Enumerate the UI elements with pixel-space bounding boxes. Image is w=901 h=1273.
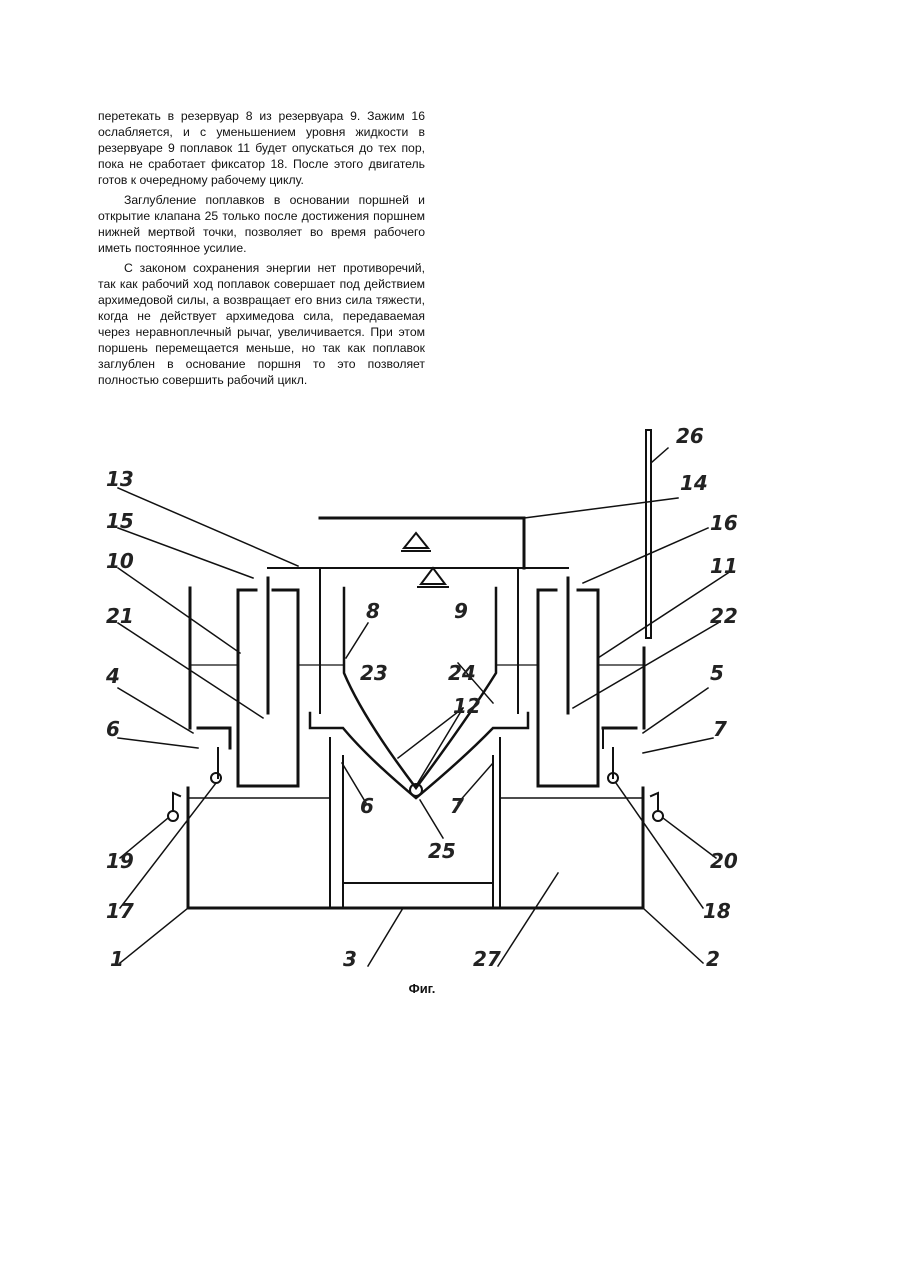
label-24: 24 — [448, 661, 476, 685]
central-vessel — [320, 568, 518, 713]
label-15: 15 — [106, 509, 134, 533]
label-13: 13 — [106, 467, 134, 491]
label-16: 16 — [710, 511, 738, 535]
paragraph-3: С законом сохранения энергии нет противо… — [98, 260, 425, 388]
engine-diagram: 26 14 13 15 16 10 11 21 22 8 9 23 24 4 5… — [98, 418, 746, 978]
label-11: 11 — [710, 554, 738, 578]
label-23: 23 — [360, 661, 388, 685]
rod-26 — [646, 430, 651, 638]
paragraph-2: Заглубление поплавков в основании поршне… — [98, 192, 425, 256]
label-26: 26 — [676, 424, 704, 448]
label-18: 18 — [703, 899, 731, 923]
label-25: 25 — [428, 839, 456, 863]
tank-outline — [188, 788, 643, 908]
figure-caption: Фиг. — [98, 981, 746, 996]
label-1: 1 — [110, 947, 124, 971]
label-5: 5 — [710, 661, 724, 685]
ledge-left — [198, 728, 230, 748]
label-10: 10 — [106, 549, 134, 573]
label-27: 27 — [473, 947, 501, 971]
label-8: 8 — [366, 599, 380, 623]
paragraph-1: перетекать в резервуар 8 из резервуара 9… — [98, 108, 425, 188]
body-text: перетекать в резервуар 8 из резервуара 9… — [98, 108, 425, 388]
label-3: 3 — [343, 947, 357, 971]
label-22: 22 — [710, 604, 738, 628]
label-2: 2 — [706, 947, 720, 971]
label-21: 21 — [106, 604, 134, 628]
label-19: 19 — [106, 849, 134, 873]
label-9: 9 — [454, 599, 468, 623]
label-6-center: 6 — [360, 794, 374, 818]
label-20: 20 — [710, 849, 738, 873]
label-6-left: 6 — [106, 717, 120, 741]
label-17: 17 — [106, 899, 134, 923]
label-4: 4 — [105, 664, 120, 688]
label-12: 12 — [453, 694, 481, 718]
label-7-right: 7 — [713, 717, 727, 741]
label-14: 14 — [680, 471, 708, 495]
label-7-center: 7 — [450, 794, 464, 818]
